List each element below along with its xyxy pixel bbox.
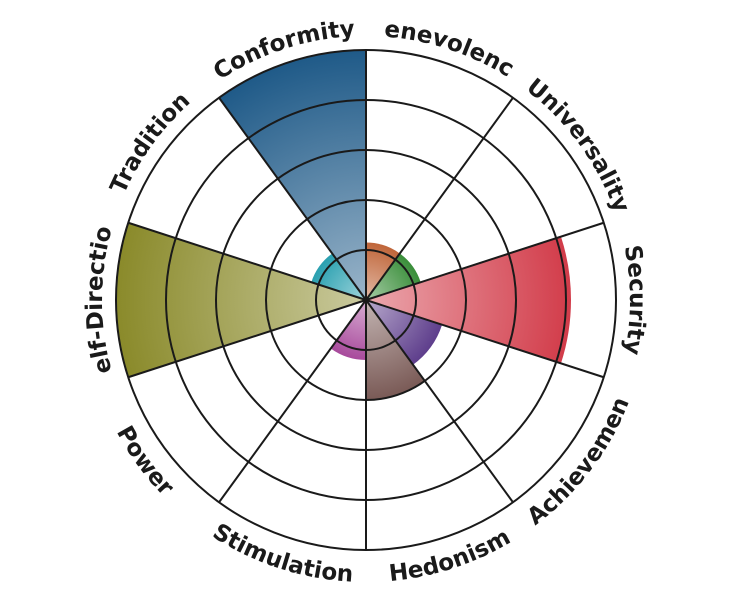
sector-tradition bbox=[311, 253, 366, 300]
sector-security bbox=[366, 236, 572, 364]
sector-self-direction bbox=[116, 222, 367, 378]
grid-spoke bbox=[365, 97, 514, 301]
sector-stimulation bbox=[330, 300, 366, 360]
grid-spoke bbox=[218, 299, 367, 503]
grid-layer bbox=[115, 49, 617, 551]
sector-layer bbox=[116, 50, 572, 400]
sector-conformity bbox=[219, 50, 366, 300]
category-label-security: Security bbox=[619, 243, 650, 357]
grid-spoke bbox=[127, 299, 367, 379]
sector-universality bbox=[366, 253, 421, 300]
grid-spoke bbox=[365, 299, 605, 379]
grid-spoke bbox=[218, 97, 367, 301]
category-label-self-direction: Self-Direction bbox=[0, 0, 118, 376]
category-label-power: Power bbox=[111, 422, 179, 502]
grid-spoke bbox=[365, 221, 605, 301]
sector-hedonism bbox=[366, 300, 425, 400]
category-label-stimulation: Stimulation bbox=[208, 519, 354, 588]
category-label-tradition: Tradition bbox=[106, 87, 196, 197]
grid-spoke bbox=[127, 221, 367, 301]
category-label-universality: Universality bbox=[521, 74, 634, 216]
category-label-hedonism: Hedonism bbox=[388, 524, 515, 587]
grid-spoke bbox=[365, 299, 514, 503]
